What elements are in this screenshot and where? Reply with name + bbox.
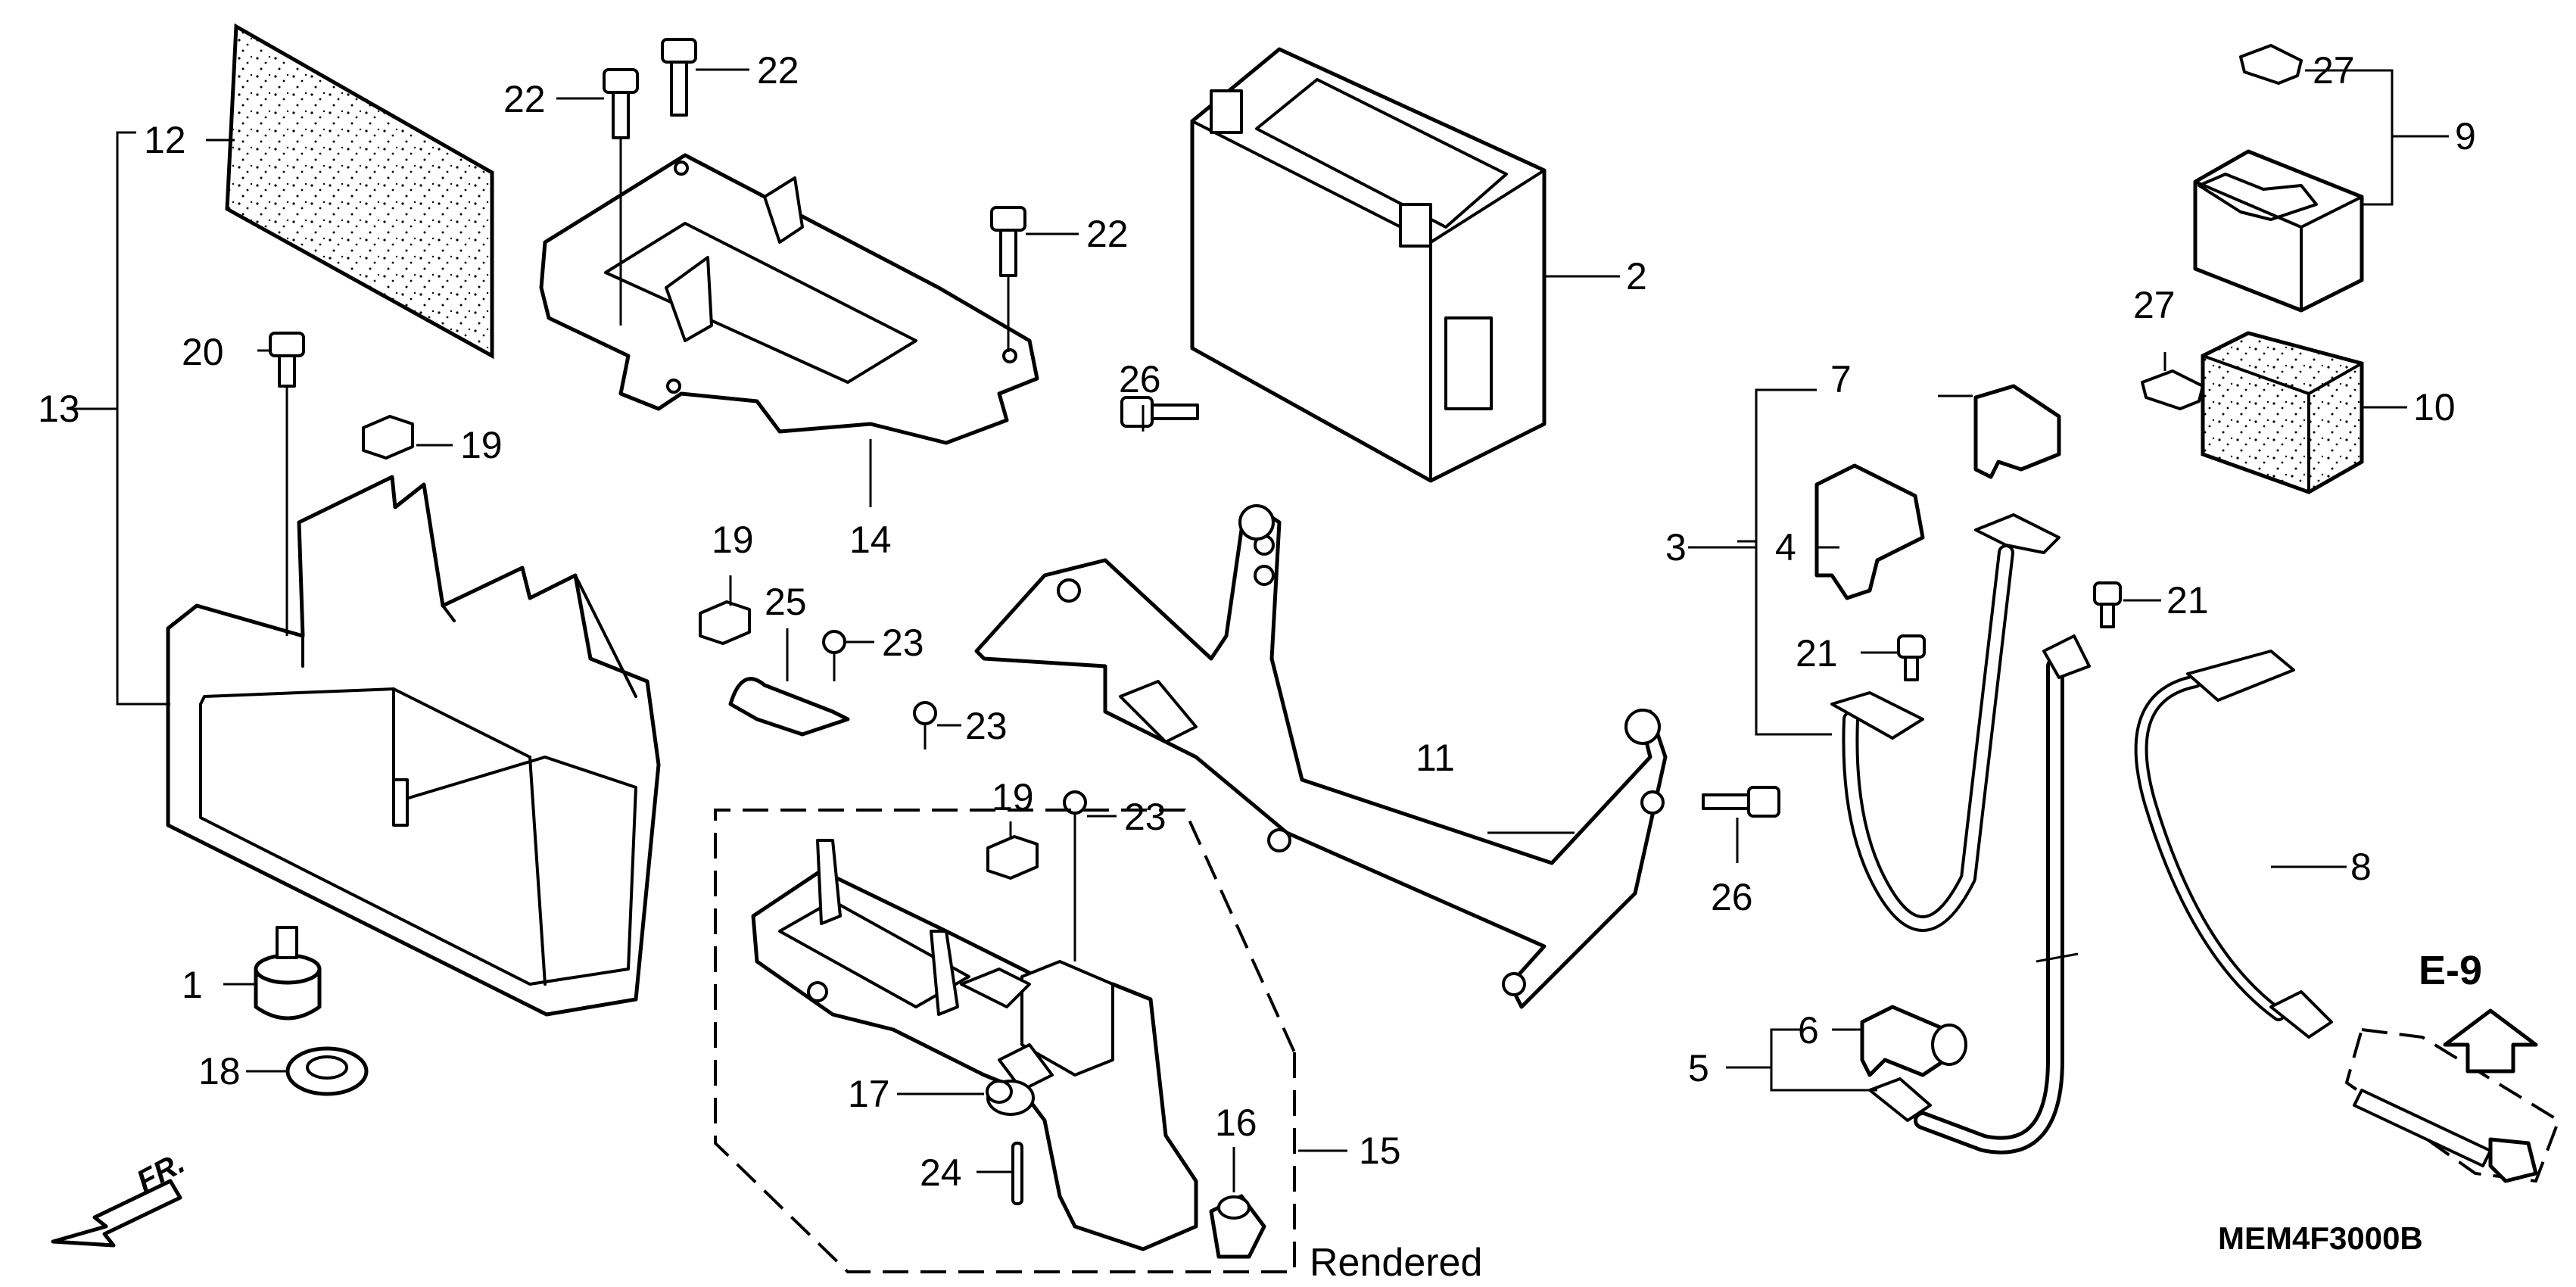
callout-19-mid: 19	[712, 519, 754, 561]
callout-23-b: 23	[965, 705, 1008, 747]
clip-nut-19-mid	[699, 600, 751, 645]
callout-15: 15	[1359, 1130, 1401, 1172]
callout-3: 3	[1665, 526, 1687, 569]
callout-19-top: 19	[460, 424, 503, 466]
callout-6: 6	[1798, 1009, 1819, 1052]
fuse-box	[751, 839, 1198, 1251]
clip-17	[986, 1080, 1035, 1116]
fuse-27-mid	[2141, 369, 2204, 410]
battery-box	[166, 475, 661, 1017]
grommet-1	[254, 926, 322, 1021]
positive-cable-3	[1830, 513, 2060, 932]
battery-holder-plate	[539, 153, 1039, 445]
callout-1: 1	[182, 964, 203, 1006]
diagram-code: MEM4F3000B	[2218, 1220, 2423, 1256]
bolt-22-right	[990, 206, 1026, 352]
callout-11: 11	[1416, 737, 1455, 779]
callout-16: 16	[1215, 1102, 1257, 1144]
wire-clip-25	[728, 677, 850, 737]
callout-labels: 1 2 3 4 5 6 7 8 9 10 11 12 13 14 15 16 1…	[38, 49, 2476, 1194]
callout-8: 8	[2350, 846, 2372, 888]
callout-14: 14	[849, 519, 892, 561]
callout-23-c: 23	[1124, 796, 1167, 838]
battery-stay	[974, 505, 1668, 1009]
grommet-18	[285, 1046, 369, 1096]
screw-23-b	[913, 701, 937, 749]
callout-17: 17	[848, 1073, 890, 1115]
starter-cable-8	[2134, 650, 2333, 1039]
callout-21-left: 21	[1796, 632, 1838, 675]
bolt-22-top	[661, 38, 697, 117]
terminal-cover-4	[1814, 463, 1925, 600]
callout-19-low: 19	[992, 776, 1034, 818]
callout-26-right: 26	[1711, 876, 1753, 918]
callout-7: 7	[1830, 358, 1852, 400]
starter-bolt	[2344, 1027, 2561, 1183]
fuse-box-cover	[960, 968, 1054, 1092]
callout-2: 2	[1626, 255, 1647, 298]
battery-pad	[225, 23, 494, 360]
bolt-21-right	[2093, 581, 2122, 628]
callout-21-right: 21	[2166, 579, 2209, 622]
terminal-cover-6	[1860, 1005, 1967, 1077]
callout-26-top: 26	[1119, 358, 1161, 400]
grommet-16	[1209, 1194, 1266, 1259]
leader-lines	[68, 68, 2449, 1192]
bolt-26-top	[1120, 396, 1275, 541]
callout-18: 18	[198, 1050, 241, 1092]
terminal-cover-7	[1973, 384, 2061, 479]
callout-27-mid: 27	[2133, 284, 2176, 326]
callout-9: 9	[2455, 115, 2476, 157]
starter-relay	[2193, 149, 2364, 313]
callout-13: 13	[38, 388, 80, 430]
bolt-21-left	[1897, 634, 1926, 681]
callout-10: 10	[2413, 386, 2456, 428]
callout-25: 25	[765, 581, 807, 623]
bolt-22-left	[603, 68, 639, 326]
callout-22-top: 22	[757, 49, 799, 92]
clip-nut-19-low	[986, 835, 1039, 880]
bolt-20	[269, 332, 305, 636]
relay-cover-10	[2201, 331, 2364, 494]
bolt-26-right	[1624, 709, 1780, 818]
screw-23-c	[1063, 790, 1087, 961]
front-direction-label: FR.	[132, 1146, 191, 1198]
screw-23-a	[822, 630, 846, 681]
callout-22-right: 22	[1086, 213, 1129, 255]
callout-22-left: 22	[503, 78, 546, 120]
e9-arrow	[2443, 1008, 2538, 1074]
clip-nut-19-top	[362, 415, 414, 460]
callout-5: 5	[1688, 1047, 1709, 1089]
callout-27-top: 27	[2313, 49, 2355, 92]
fuse-box-dashed-group	[714, 809, 1296, 1273]
rendered-watermark: Rendered	[1310, 1241, 1482, 1285]
battery	[1190, 47, 1547, 483]
callout-12: 12	[144, 119, 186, 161]
fuse-27-top	[2239, 44, 2303, 85]
reference-label: E-9	[2419, 948, 2482, 993]
callout-24: 24	[920, 1151, 962, 1194]
callout-4: 4	[1775, 526, 1796, 569]
front-direction-arrow: FR.	[51, 1146, 191, 1248]
pin-24	[1011, 1142, 1023, 1205]
negative-cable-5	[1868, 634, 2091, 1155]
callout-23-a: 23	[882, 622, 924, 664]
callout-20: 20	[182, 331, 224, 373]
